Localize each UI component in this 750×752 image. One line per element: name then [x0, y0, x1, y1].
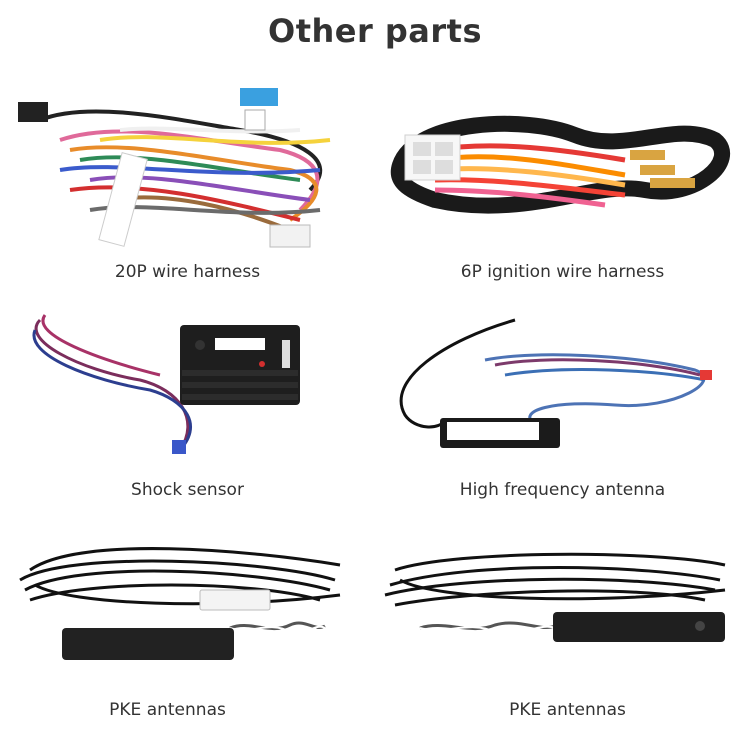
caption: 6P ignition wire harness [460, 262, 665, 282]
item-high-frequency-antenna: High frequency antenna [375, 300, 750, 500]
caption: 20P wire harness [114, 262, 261, 282]
item-6p-ignition-harness: 6P ignition wire harness [375, 80, 750, 282]
caption: PKE antennas [509, 700, 626, 720]
caption: High frequency antenna [459, 480, 666, 500]
wire-harness-20p-image [18, 88, 331, 248]
page-title: Other parts [267, 12, 483, 50]
pke-antenna-image [19, 547, 341, 660]
caption: PKE antennas [109, 700, 226, 720]
ignition-harness-6p-image [390, 115, 730, 214]
item-pke-antennas-1: PKE antennas [0, 540, 375, 720]
shock-sensor-image [32, 314, 300, 454]
caption: Shock sensor [131, 480, 244, 500]
item-20p-wire-harness: 20P wire harness [0, 80, 375, 282]
high-frequency-antenna-image [399, 318, 712, 448]
item-shock-sensor: Shock sensor [0, 300, 375, 500]
item-pke-antennas-2: PKE antennas [375, 540, 750, 720]
pke-antenna-image [384, 552, 726, 642]
